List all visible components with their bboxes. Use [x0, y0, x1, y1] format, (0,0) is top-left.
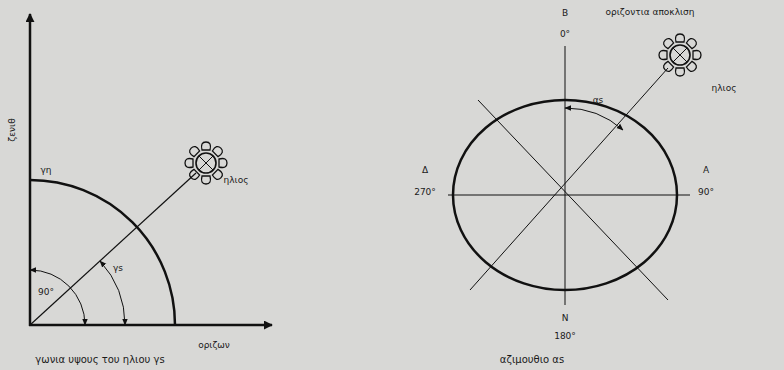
sun-part [676, 68, 685, 76]
sun-part [199, 156, 213, 170]
sun-part [202, 142, 211, 150]
sun-part [185, 159, 193, 168]
axis-label: ζενιθ [7, 118, 17, 141]
degree-label: 270° [414, 187, 436, 197]
heading-label: οριζοντια αποκλιση [606, 7, 695, 17]
sun-part [673, 48, 687, 62]
axis-label: οριζων [198, 340, 230, 350]
sun-symbol [185, 142, 227, 184]
direction-label: Ν [562, 313, 569, 323]
sun-part [199, 156, 213, 170]
angle-label: γs [113, 263, 123, 273]
sun-part [686, 61, 696, 71]
sun-part [196, 153, 216, 173]
sun-part [664, 61, 674, 71]
caption-label: αζιμουθιο αs [500, 354, 564, 366]
sun-part [212, 169, 222, 179]
degree-label: 180° [554, 331, 576, 341]
altitude-figure [29, 14, 272, 326]
sun-symbol [659, 34, 701, 76]
sun-label: ηλιος [712, 83, 737, 93]
direction-label: Β [562, 8, 568, 18]
caption-label: γωνια υψους του ηλιου γs [35, 354, 164, 366]
sun-part [693, 51, 701, 60]
curve-label: γη [40, 165, 51, 175]
sun-part [664, 39, 674, 49]
sun-part [676, 34, 685, 42]
sun-part [673, 48, 687, 62]
sun-part [190, 169, 200, 179]
degree-label: 90° [698, 187, 714, 197]
degree-label: 0° [560, 29, 570, 39]
sun-label: ηλιος [224, 175, 249, 185]
sun-part [686, 39, 696, 49]
angle-label: αs [593, 95, 604, 105]
sun-part [659, 51, 667, 60]
sun-part [202, 176, 211, 184]
sun-part [212, 147, 222, 157]
sun-part [670, 45, 690, 65]
direction-label: Α [703, 165, 709, 175]
sun-part [190, 147, 200, 157]
azimuth-figure [448, 46, 690, 305]
direction-label: Δ [422, 165, 428, 175]
sun-part [219, 159, 227, 168]
angle-label: 90° [38, 287, 54, 297]
